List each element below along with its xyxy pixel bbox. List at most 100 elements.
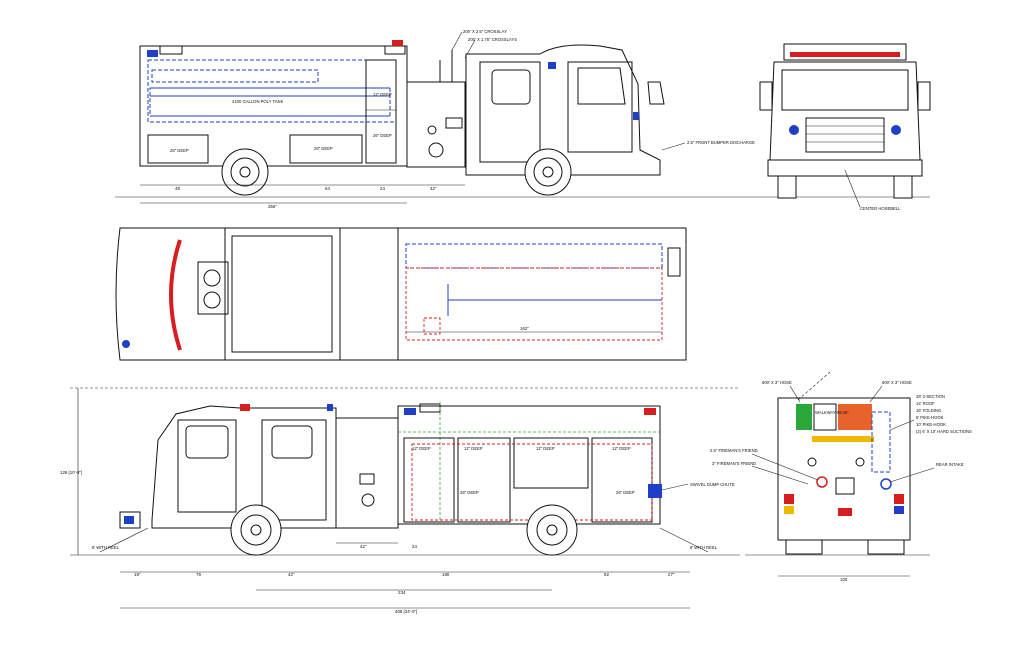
cab-light bbox=[240, 404, 250, 411]
suction-storage bbox=[871, 411, 891, 473]
reel-right-label: 8' WITH REEL bbox=[690, 545, 718, 550]
cab-front-door bbox=[567, 61, 633, 153]
tail-light-right-blue bbox=[894, 506, 904, 514]
tail-light-left bbox=[784, 494, 794, 504]
left-mirror bbox=[759, 81, 773, 111]
crosslay-label-1: 200' X 2.5" CROSSLAY bbox=[463, 29, 507, 34]
beacon-light bbox=[404, 408, 416, 415]
hose-bed-left-fill bbox=[796, 404, 812, 430]
cab-rear-roof bbox=[224, 227, 341, 361]
beacon-light-red bbox=[644, 408, 656, 415]
beacon-light-red bbox=[392, 40, 403, 46]
cab-rear-window bbox=[491, 69, 531, 105]
leader-line bbox=[869, 385, 883, 403]
front-wheel-hub bbox=[533, 157, 563, 187]
cab-rear-door bbox=[261, 419, 327, 521]
compartment-door bbox=[457, 437, 511, 523]
windshield bbox=[781, 69, 909, 111]
grille bbox=[805, 117, 885, 153]
walkway-bay bbox=[813, 403, 837, 431]
compartment-label: 12" DEEP bbox=[412, 446, 431, 451]
cab-light bbox=[327, 404, 333, 411]
leader-line bbox=[889, 419, 915, 431]
hose-list-item: 10' PIKE-HOOK bbox=[916, 422, 946, 427]
cab-rear-window bbox=[271, 425, 313, 459]
compartment-label: 26" DEEP bbox=[460, 490, 479, 495]
lightbar-lamps bbox=[790, 52, 900, 57]
friend-2-label: 3" FIREMAN'S FRIEND bbox=[712, 461, 756, 466]
width-dim-label: 100 bbox=[840, 577, 848, 582]
hose-reach-line bbox=[797, 371, 831, 401]
roof-vent-fan bbox=[203, 269, 221, 287]
dim-label: 42" bbox=[288, 572, 295, 577]
crosslay-label-2: 200' X 1.75" CROSSLAYS bbox=[468, 37, 517, 42]
dim-label: 79 bbox=[196, 572, 201, 577]
dim-label: 356" bbox=[268, 204, 277, 209]
hose-list-item: 16' FOLDING bbox=[916, 408, 941, 413]
front-bumper bbox=[767, 159, 923, 177]
body-outline bbox=[397, 405, 661, 525]
front-wheel-hub bbox=[240, 514, 272, 546]
rear-tires-right bbox=[867, 539, 905, 555]
rear-wheel-center bbox=[239, 166, 251, 178]
center-hosebell-label: CENTER HOSEBELL bbox=[860, 206, 901, 211]
rear-intake-valve bbox=[880, 478, 892, 490]
overall-length-label: 408 [34'-0"] bbox=[395, 609, 417, 614]
hose-list-item: 6' PIKE-HOOK bbox=[916, 415, 944, 420]
top-side-view: 2100 GALLON POLY TANK 26" DEEP 26" DEEP … bbox=[115, 29, 755, 209]
body-plan bbox=[397, 227, 687, 361]
rear-light-center bbox=[838, 508, 852, 516]
rear-discharge bbox=[807, 457, 817, 467]
tail-light-left-amber bbox=[784, 506, 794, 514]
compartment-label: 12" DEEP bbox=[464, 446, 483, 451]
plan-light bbox=[122, 340, 130, 348]
bumper-light bbox=[124, 516, 134, 524]
dim-label: 24 bbox=[380, 186, 385, 191]
pump-house bbox=[335, 417, 399, 529]
dim-label: 54 bbox=[325, 186, 330, 191]
reel-left-label: 8' WITH REEL bbox=[92, 545, 120, 550]
hose-list-item: 28' 2-SECTION bbox=[916, 394, 945, 399]
leader-line bbox=[844, 169, 861, 208]
pump-panel-sign bbox=[445, 117, 463, 129]
rear-wheel-center bbox=[546, 524, 558, 536]
front-tire-left bbox=[777, 175, 797, 199]
front-wheel bbox=[230, 504, 282, 556]
plan-dim-label: 162" bbox=[520, 326, 529, 331]
pump-panel bbox=[406, 81, 466, 168]
hose-bed-outline bbox=[151, 69, 319, 83]
dim-label: 42" bbox=[430, 186, 437, 191]
mirror bbox=[647, 81, 665, 105]
approach-angle-line bbox=[99, 527, 149, 553]
height-dim-label: 128 [10'-8"] bbox=[60, 470, 82, 475]
plan-view: 162" bbox=[115, 227, 687, 361]
compartment-door bbox=[147, 134, 209, 164]
pump-gauge bbox=[427, 125, 437, 135]
body-top-box bbox=[159, 45, 183, 55]
cab-light bbox=[548, 62, 556, 69]
hose-list-item: 14' ROOF bbox=[916, 401, 935, 406]
compartment-label: 26" DEEP bbox=[373, 133, 392, 138]
cab-front-window bbox=[185, 425, 229, 459]
dim-label: 48 bbox=[175, 186, 180, 191]
front-wheel-center bbox=[250, 524, 262, 536]
dim-label: 180 bbox=[442, 572, 450, 577]
friend-1-label: 2.5" FIREMAN'S FRIEND bbox=[710, 448, 758, 453]
cab-front-door bbox=[177, 419, 237, 513]
compartment-label: 12" DEEP bbox=[612, 446, 631, 451]
headlight-left bbox=[789, 125, 799, 135]
rear-view: WALKWAY 98.25" 600' X 3" HOSE 600' X 3" … bbox=[710, 371, 972, 582]
rear-wheel-hub bbox=[230, 157, 260, 187]
body-top-box-rear bbox=[384, 45, 406, 55]
dim-label: 42" bbox=[360, 544, 367, 549]
front-tire-right bbox=[893, 175, 913, 199]
compartment-door bbox=[513, 437, 589, 489]
cab-front-outline bbox=[769, 61, 921, 161]
rear-wheel-hub bbox=[536, 514, 568, 546]
pump-house-plan bbox=[339, 227, 399, 361]
leader-line bbox=[751, 465, 809, 485]
tank-label: 2100 GALLON POLY TANK bbox=[232, 99, 284, 104]
hose-right-label: 600' X 3" HOSE bbox=[882, 380, 912, 385]
dump-chute-valve bbox=[648, 484, 662, 498]
